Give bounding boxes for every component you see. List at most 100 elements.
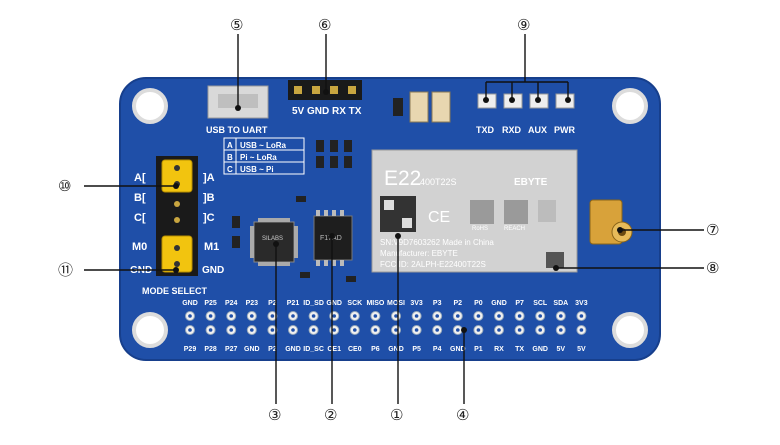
callout-1: ① <box>390 406 403 424</box>
mode-value-c: USB ~ Pi <box>240 165 274 174</box>
gpio-pin-hole <box>311 314 316 318</box>
gpio-pin-hole <box>270 328 275 332</box>
module-ce: CE <box>428 209 450 226</box>
gpio-pin-hole <box>250 328 254 332</box>
callout-11: ⑪ <box>58 261 73 279</box>
gpio-top-label: P0 <box>474 300 483 307</box>
chip-cp2102-label: SILABS <box>262 236 283 242</box>
gpio-top-label: P24 <box>225 300 238 307</box>
gpio-top-label: MOSI <box>387 300 405 307</box>
module-fcc: FCC ID: 2ALPH-E22400T22S <box>380 260 486 269</box>
callout-4: ④ <box>456 406 469 424</box>
gpio-top-label: MISO <box>366 300 384 307</box>
callout-7: ⑦ <box>706 221 719 239</box>
gpio-bottom-label: 5V <box>577 346 586 353</box>
gpio-pin-hole <box>208 328 213 332</box>
gpio-top-label: SCL <box>533 300 548 307</box>
e22-lora-module <box>371 149 578 273</box>
gpio-top-label: 3V3 <box>410 300 423 307</box>
gpio-bottom-label: RX <box>494 346 504 353</box>
level-shifter-chip <box>313 210 353 266</box>
callout-leaders <box>84 34 704 404</box>
gpio-bottom-label: GND <box>388 346 404 353</box>
gpio-top-label: P3 <box>433 300 442 307</box>
gpio-pin-hole <box>188 328 192 332</box>
gpio-top-label: 3V3 <box>575 300 588 307</box>
module-submodel: 400T22S <box>420 177 457 187</box>
gpio-pin-hole <box>414 328 419 332</box>
jumper-label-c-left: C[ <box>134 212 146 224</box>
led-label-txd: TXD <box>476 125 495 135</box>
jumper-label-b-right: ]B <box>203 192 215 204</box>
gpio-pin-hole <box>497 314 501 318</box>
callout-2: ② <box>324 406 337 424</box>
gpio-bottom-label: GND <box>244 346 260 353</box>
gpio-bottom-label: CE1 <box>327 346 341 353</box>
gpio-pin-hole <box>270 314 275 318</box>
gpio-pin-hole <box>456 328 460 332</box>
mode-select-label: MODE SELECT <box>142 286 208 296</box>
smd-components <box>232 140 356 282</box>
module-brand: EBYTE <box>514 177 548 188</box>
gpio-pin-hole <box>579 314 584 318</box>
gpio-pin-hole <box>538 314 542 318</box>
led-label-aux: AUX <box>528 125 547 135</box>
gpio-bottom-label: P6 <box>371 346 380 353</box>
module-manufacturer: Manufacturer: EBYTE <box>380 249 458 258</box>
gpio-pin-hole <box>353 328 357 332</box>
gpio-pin-hole <box>394 314 398 318</box>
jumper-label-m1: M1 <box>204 241 219 253</box>
gpio-top-label: GND <box>491 300 507 307</box>
gpio-top-label: P25 <box>204 300 217 307</box>
gpio-pin-hole <box>229 328 233 332</box>
gpio-pin-hole <box>291 314 295 318</box>
gpio-top-label: SDA <box>553 300 568 307</box>
gpio-bottom-label: P27 <box>225 346 238 353</box>
gpio-bottom-label: P2 <box>268 346 277 353</box>
gpio-bottom-label: P4 <box>433 346 442 353</box>
gpio-pin-hole <box>435 328 440 332</box>
gpio-bottom-label: P29 <box>184 346 197 353</box>
gpio-pin-hole <box>332 314 337 318</box>
jumper-block <box>156 156 198 276</box>
mode-value-a: USB ~ LoRa <box>240 141 287 150</box>
gpio-pin-hole <box>559 314 563 318</box>
gpio-pin-hole <box>579 328 584 332</box>
gpio-pin-hole <box>373 328 378 332</box>
gpio-top-label: ID_SD <box>303 300 324 307</box>
mode-value-b: Pi ~ LoRa <box>240 153 277 162</box>
gpio-pin-hole <box>497 328 501 332</box>
gpio-bottom-label: ID_SC <box>303 346 324 353</box>
led-label-pwr: PWR <box>554 125 575 135</box>
gpio-top-label: P7 <box>515 300 524 307</box>
gpio-pin-hole <box>250 314 254 318</box>
gpio-pin-hole <box>559 328 563 332</box>
gpio-bottom-label: P1 <box>474 346 483 353</box>
mounting-holes <box>132 88 648 348</box>
gpio-bottom-label: 5V <box>557 346 566 353</box>
gpio-bottom-label: P5 <box>412 346 421 353</box>
gpio-bottom-label: P28 <box>204 346 217 353</box>
callout-8: ⑧ <box>706 259 719 277</box>
jumper-label-a-left: A[ <box>134 172 146 184</box>
callout-9: ⑨ <box>517 16 530 34</box>
gpio-bottom-label: CE0 <box>348 346 362 353</box>
led-label-rxd: RXD <box>502 125 522 135</box>
gpio-pin-hole <box>291 328 295 332</box>
callout-5: ⑤ <box>230 16 243 34</box>
gpio-pin-hole <box>188 314 192 318</box>
gpio-top-label: P2 <box>268 300 277 307</box>
gpio-top-label: P21 <box>287 300 300 307</box>
gpio-top-label: SCK <box>347 300 362 307</box>
gpio-top-label: GND <box>182 300 198 307</box>
gpio-pin-hole <box>435 314 440 318</box>
mode-key-a: A <box>227 141 233 150</box>
gpio-pin-hole <box>332 328 337 332</box>
gpio-pin-hole <box>476 328 481 332</box>
module-reach: REACH <box>504 226 525 232</box>
gpio-pin-hole <box>208 314 213 318</box>
uart-header-label: 5V GND RX TX <box>292 106 362 117</box>
gpio-pin-hole <box>373 314 378 318</box>
gpio-pin-hole <box>414 314 419 318</box>
jumper-label-gnd-right: GND <box>202 265 224 276</box>
